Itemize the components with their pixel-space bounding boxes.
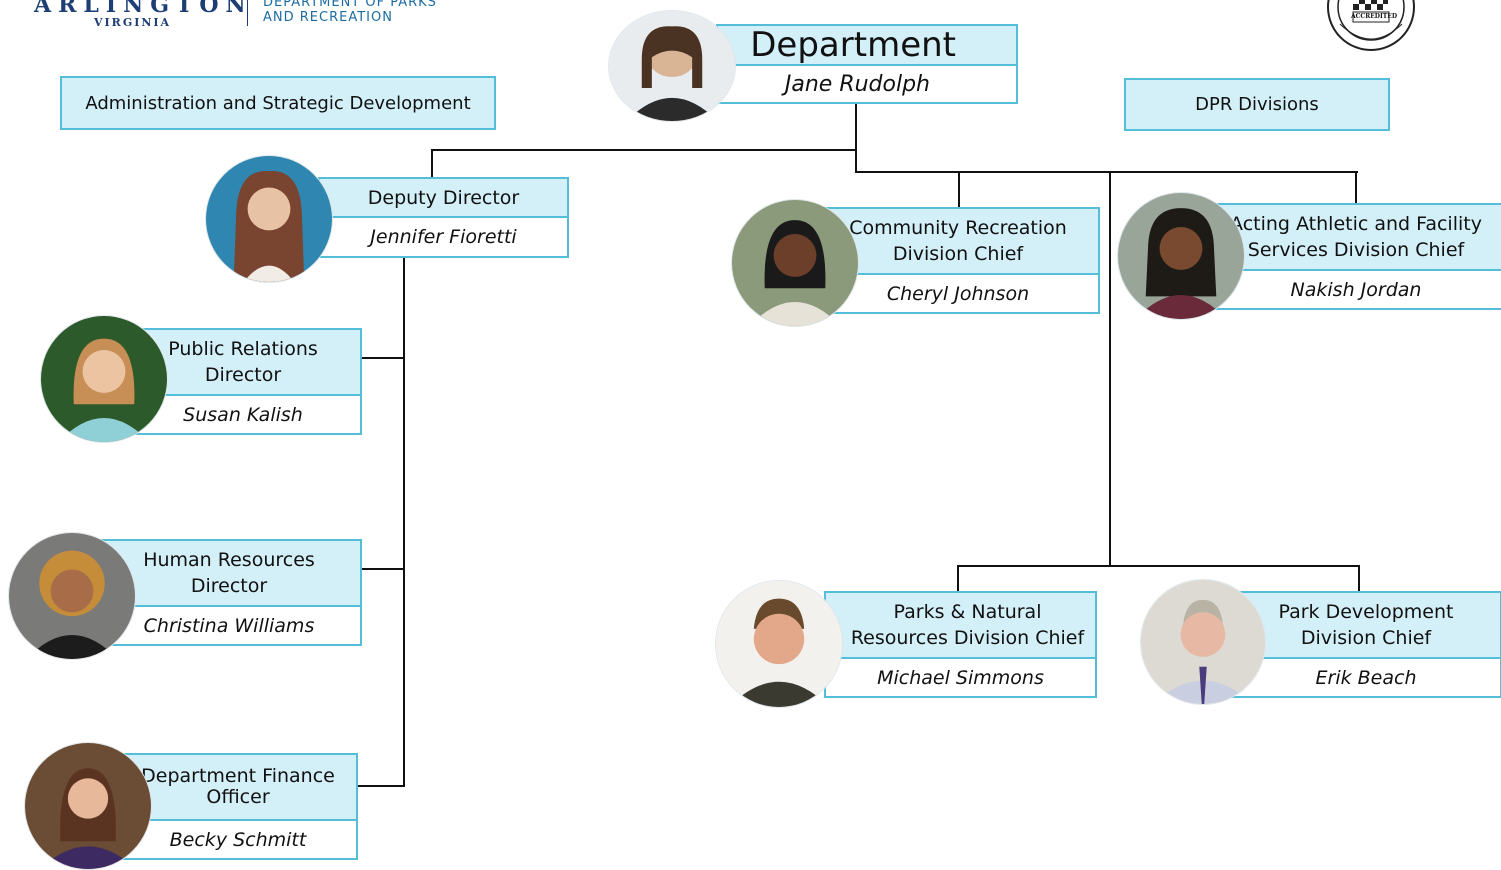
avatar-jane-rudolph — [608, 10, 736, 122]
pr-title-line1: Public Relations — [168, 338, 318, 360]
finance-name: Becky Schmitt — [169, 828, 307, 851]
logo-divider — [247, 0, 248, 26]
development-name-cell: Erik Beach — [1230, 657, 1501, 698]
avatar-cheryl-johnson — [731, 199, 859, 327]
department-title: Department — [750, 25, 956, 65]
community-title-line2: Division Chief — [892, 243, 1024, 265]
finance-title-cell: Department Finance Officer — [118, 753, 358, 821]
section-divisions: DPR Divisions — [1124, 78, 1390, 131]
avatar-erik-beach — [1140, 579, 1266, 705]
athletic-name: Nakish Jordan — [1290, 278, 1422, 301]
development-name: Erik Beach — [1315, 666, 1417, 689]
avatar-christina-williams — [8, 532, 136, 660]
dept-name-line2: AND RECREATION — [263, 10, 393, 25]
athletic-name-cell: Nakish Jordan — [1208, 269, 1501, 310]
parks-name: Michael Simmons — [877, 666, 1044, 689]
deputy-title-cell: Deputy Director — [318, 177, 569, 218]
finance-name-cell: Becky Schmitt — [118, 819, 358, 860]
avatar-michael-simmons — [715, 580, 843, 708]
avatar-jennifer-fioretti — [205, 155, 333, 283]
parks-title-cell: Parks & Natural Resources Division Chief — [824, 591, 1097, 659]
community-name-cell: Cheryl Johnson — [816, 273, 1100, 314]
deputy-name-cell: Jennifer Fioretti — [318, 216, 569, 258]
section-divisions-label: DPR Divisions — [1195, 94, 1319, 115]
finance-title-line2: Officer — [206, 786, 270, 808]
athletic-title-line1: Acting Athletic and Facility — [1230, 213, 1482, 235]
avatar-nakish-jordan — [1117, 192, 1245, 320]
deputy-name: Jennifer Fioretti — [370, 226, 517, 248]
seal-label: ACCREDITED — [1351, 13, 1398, 20]
department-title-cell: Department — [716, 24, 1018, 66]
hr-title-cell: Human Resources Director — [96, 539, 362, 607]
development-title-line1: Park Development — [1278, 601, 1454, 623]
parks-name-cell: Michael Simmons — [824, 657, 1097, 698]
section-admin-label: Administration and Strategic Development — [85, 92, 471, 114]
logo-wordmark: ARLINGTON — [34, 0, 253, 18]
department-name-cell: Jane Rudolph — [716, 64, 1018, 104]
dept-name-line1: DEPARTMENT OF PARKS — [263, 0, 437, 10]
section-admin: Administration and Strategic Development — [60, 76, 496, 130]
hr-name: Christina Williams — [143, 614, 315, 637]
avatar-susan-kalish — [40, 315, 168, 443]
arlington-logo: ARLINGTON VIRGINIA — [34, 0, 246, 32]
hr-title-line2: Director — [190, 575, 268, 597]
avatar-becky-schmitt — [24, 742, 152, 870]
pr-name: Susan Kalish — [183, 403, 303, 426]
development-title-cell: Park Development Division Chief — [1230, 591, 1501, 659]
community-title-line1: Community Recreation — [849, 217, 1067, 239]
athletic-title-line2: Services Division Chief — [1247, 239, 1465, 261]
pr-title-line2: Director — [204, 364, 282, 386]
community-name: Cheryl Johnson — [886, 282, 1030, 305]
development-title-line2: Division Chief — [1300, 627, 1432, 649]
deputy-title: Deputy Director — [367, 186, 520, 209]
athletic-title-cell: Acting Athletic and Facility Services Di… — [1208, 203, 1501, 271]
hr-title-line1: Human Resources — [143, 549, 315, 571]
department-name: Jane Rudolph — [784, 71, 930, 97]
community-title-cell: Community Recreation Division Chief — [816, 207, 1100, 275]
parks-title-line2: Resources Division Chief — [850, 627, 1085, 649]
finance-title-line1: Department Finance — [141, 765, 335, 787]
accreditation-seal: ACCREDITED — [1326, 0, 1416, 52]
dept-name: DEPARTMENT OF PARKS AND RECREATION — [263, 0, 437, 25]
hr-name-cell: Christina Williams — [96, 605, 362, 646]
parks-title-line1: Parks & Natural — [893, 601, 1042, 623]
logo-subtitle: VIRGINIA — [94, 16, 172, 29]
